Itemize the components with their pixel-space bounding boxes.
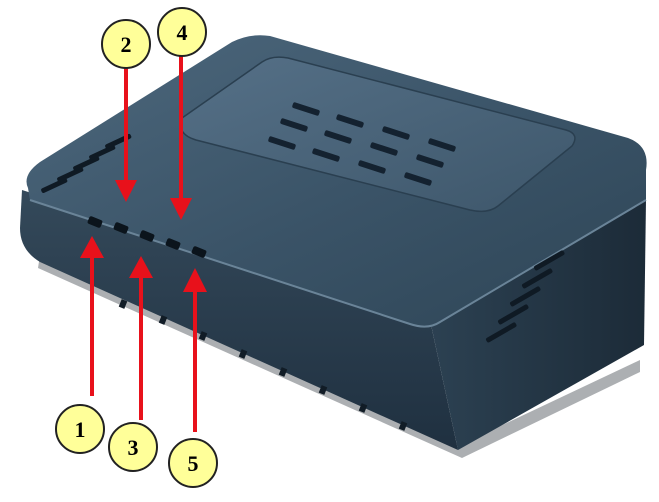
right-vents	[486, 250, 565, 343]
arrow-5	[183, 268, 207, 432]
arrow-2	[115, 64, 137, 202]
arrow-3	[129, 256, 153, 420]
callout-5: 5	[168, 438, 218, 488]
device-front-edge	[29, 199, 647, 328]
led-1	[87, 216, 103, 228]
callouts: 1 2 3 4 5	[55, 7, 218, 488]
led-4	[165, 238, 181, 250]
callout-5-label: 5	[188, 451, 199, 476]
arrows	[80, 56, 207, 432]
led-2	[113, 222, 129, 234]
callout-4: 4	[157, 7, 207, 57]
led-5	[191, 246, 207, 258]
callout-2-label: 2	[121, 32, 132, 57]
device-front-face	[20, 190, 458, 450]
arrow-1	[80, 236, 104, 396]
arrow-4	[170, 56, 192, 220]
device-side-face	[430, 200, 646, 450]
router-device	[20, 35, 647, 458]
top-vents	[268, 102, 456, 186]
bottom-notches	[118, 299, 408, 431]
callout-3-label: 3	[128, 435, 139, 460]
led-3	[139, 230, 155, 242]
callout-4-label: 4	[177, 20, 188, 45]
callout-1: 1	[55, 404, 105, 454]
device-top-panel	[179, 56, 576, 213]
callout-2: 2	[101, 19, 151, 69]
callout-3: 3	[108, 422, 158, 472]
callout-1-label: 1	[75, 417, 86, 442]
led-indicators	[87, 216, 207, 258]
